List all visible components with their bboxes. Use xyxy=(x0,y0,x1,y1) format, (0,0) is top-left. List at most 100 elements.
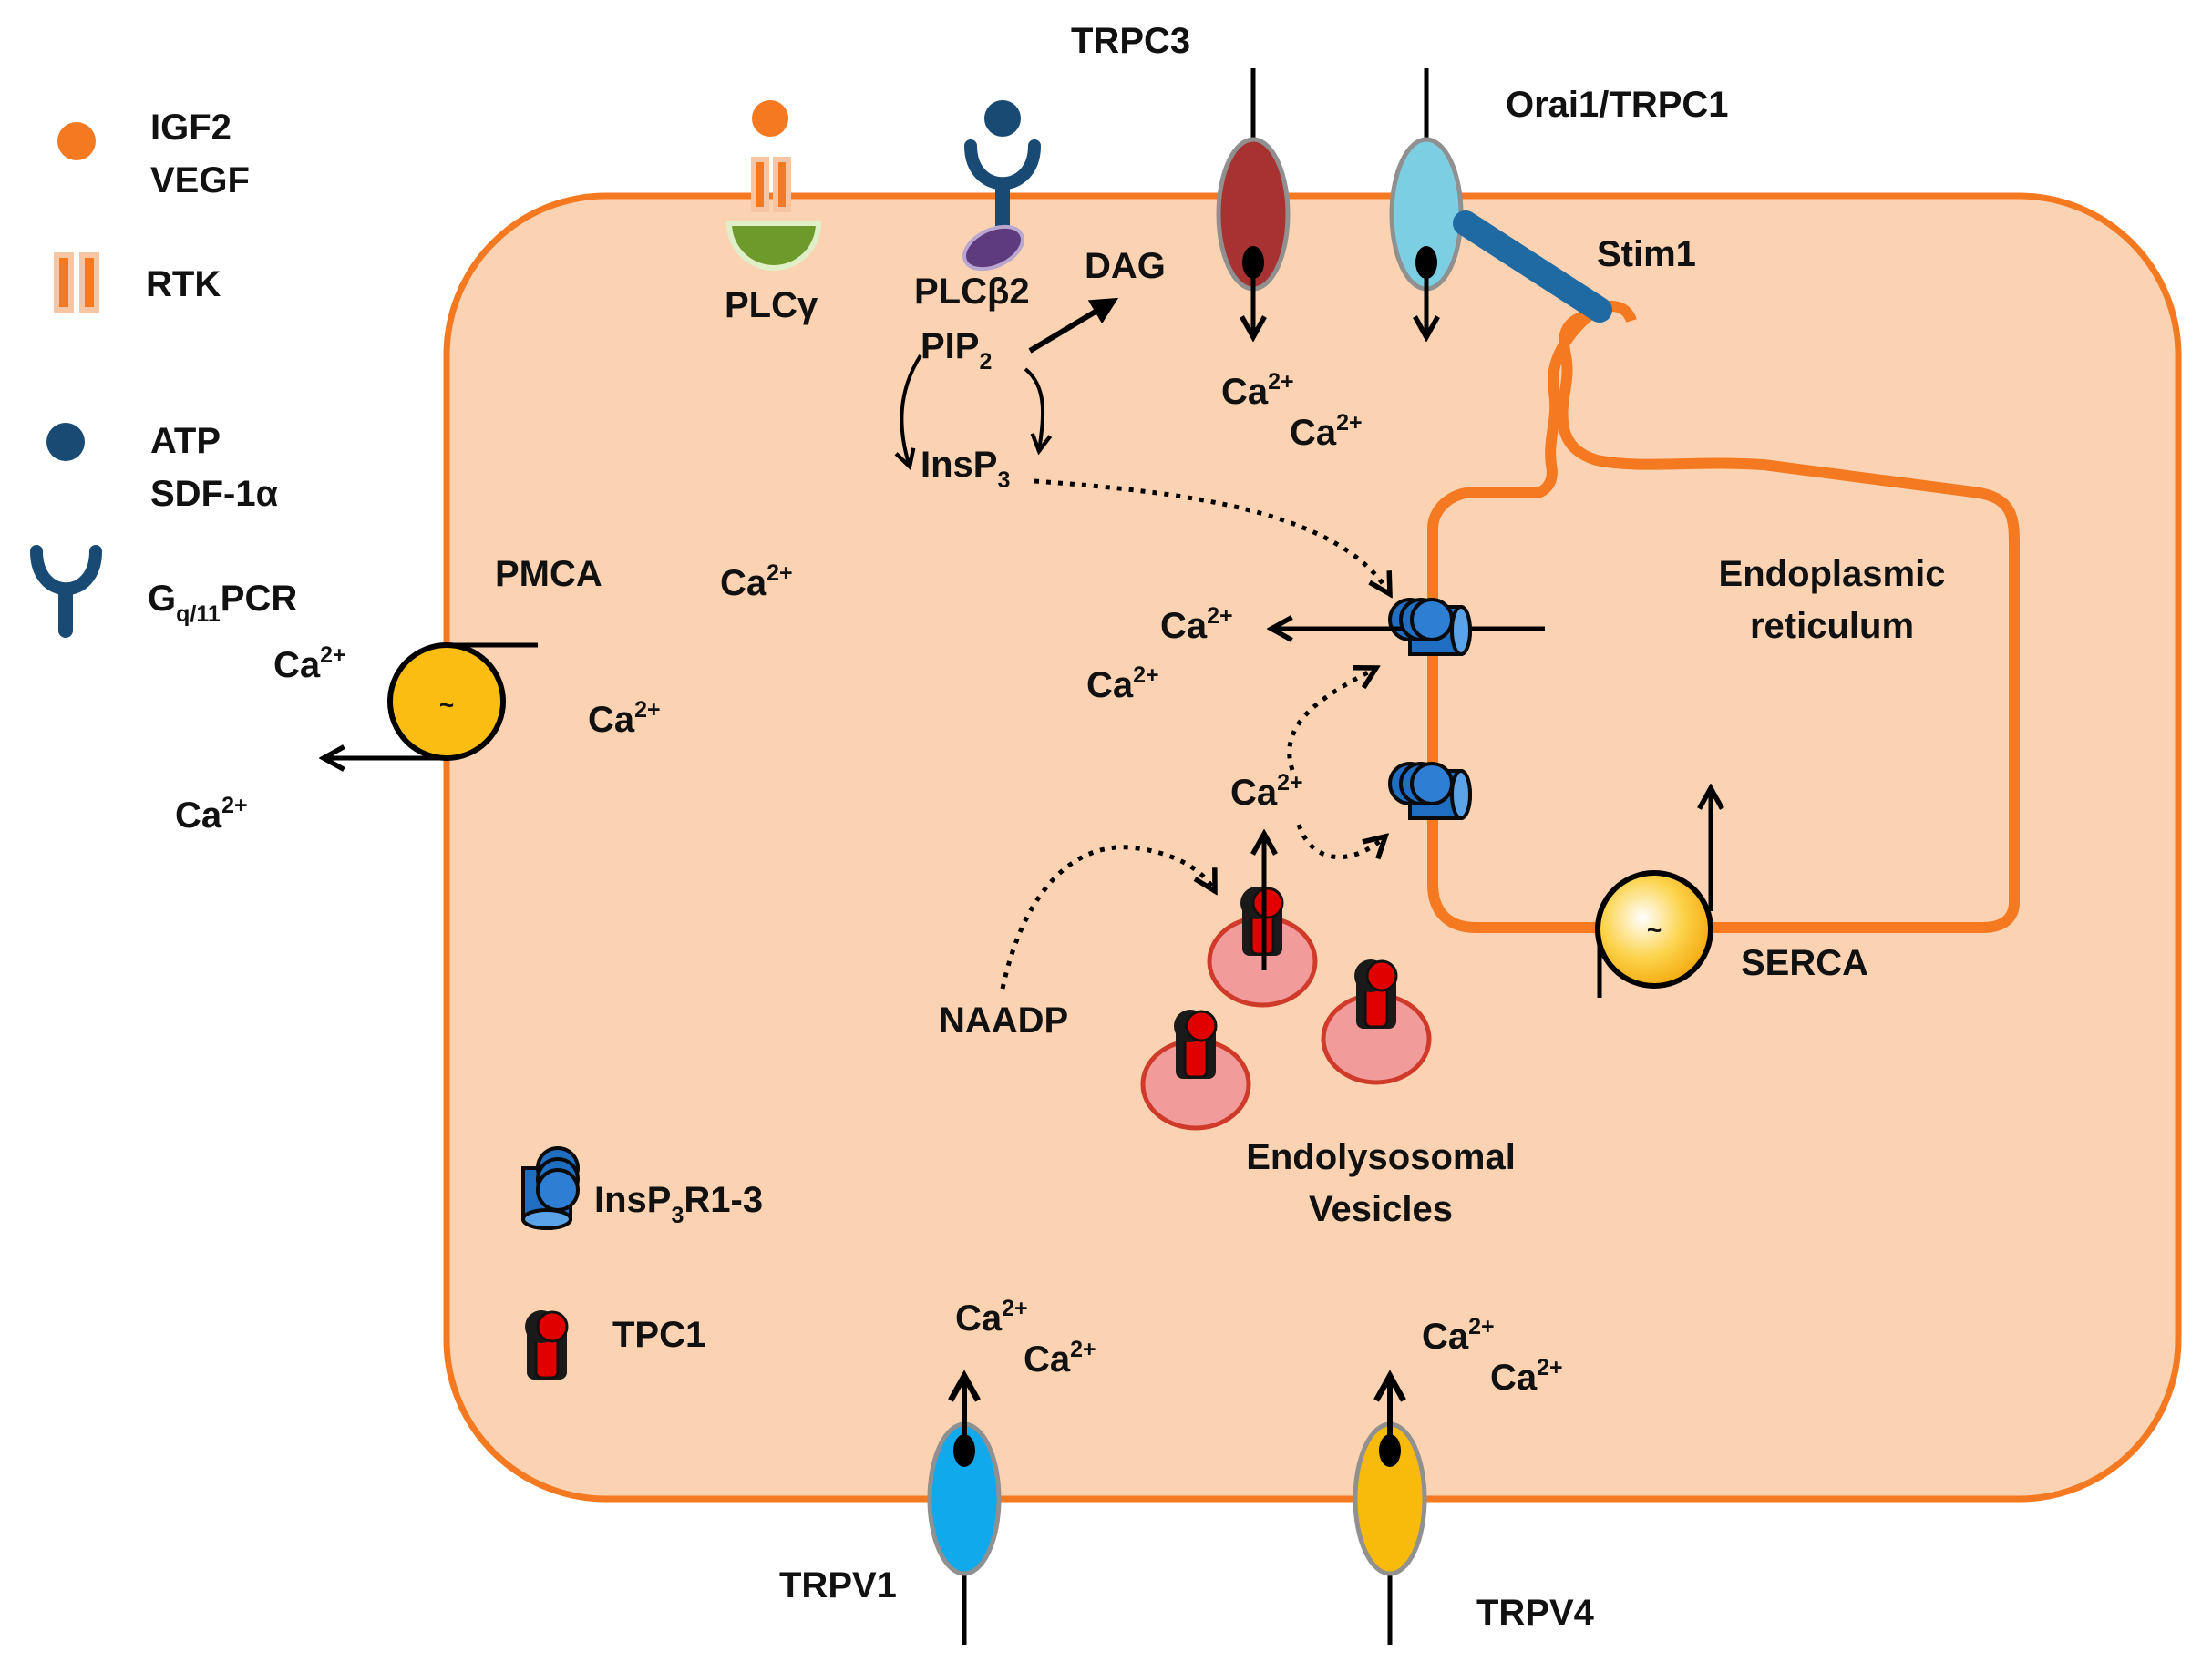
legend-insp3r: InsP3R1-3 xyxy=(594,1180,763,1228)
ca-label-trpc3-b: Ca2+ xyxy=(1290,410,1363,453)
ca-superscript: 2+ xyxy=(221,793,248,818)
rtk-legend-icon xyxy=(54,252,99,313)
legend-igf2-line1: IGF2 xyxy=(150,108,231,148)
gpcr-legend-icon xyxy=(30,545,102,638)
legend-gpcr: Gq/11PCR xyxy=(148,579,297,627)
legend-gpcr-suffix: PCR xyxy=(221,579,298,619)
dag-label: DAG xyxy=(1085,246,1166,286)
atp-sdf-ligand-icon xyxy=(46,423,85,461)
rtk-receptor-icon xyxy=(751,157,791,212)
ca-label-pmca-out-top: Ca2+ xyxy=(273,642,346,685)
serca-pump-icon xyxy=(1595,870,1713,989)
insp3-main: InsP xyxy=(921,445,997,485)
ca-base: Ca xyxy=(955,1298,1003,1339)
ca-superscript: 2+ xyxy=(766,560,793,586)
tpc1-legend-icon xyxy=(523,1308,569,1381)
ca-label-pmca-in: Ca2+ xyxy=(588,697,661,740)
ca-base: Ca xyxy=(1290,413,1337,453)
pip2-main: PIP xyxy=(921,326,979,366)
pmca-label: PMCA xyxy=(495,554,602,594)
ca-superscript: 2+ xyxy=(1277,770,1303,795)
ca-label-trpv4-a: Ca2+ xyxy=(1422,1314,1495,1357)
legend-atp-line2: SDF-1α xyxy=(150,474,279,514)
trpv1-pore xyxy=(953,1434,975,1467)
ca-superscript: 2+ xyxy=(1268,369,1294,395)
endolysosomal-label-line1: Endolysosomal xyxy=(1246,1137,1516,1177)
naadp-label: NAADP xyxy=(939,1000,1068,1041)
ca-superscript: 2+ xyxy=(1207,603,1233,629)
serca-symbol: ~ xyxy=(1647,916,1662,944)
ca-label-insp3r-b: Ca2+ xyxy=(1086,662,1159,705)
plcg-enzyme-icon xyxy=(725,221,822,271)
ca-base: Ca xyxy=(720,563,767,603)
insp3-to-insp3r-arrow xyxy=(1034,478,1390,594)
orai1-pore xyxy=(1415,246,1437,279)
orai1-label: Orai1/TRPC1 xyxy=(1506,85,1729,125)
ca-label-trpv1-b: Ca2+ xyxy=(1024,1337,1096,1380)
ca-base: Ca xyxy=(175,795,222,836)
ca-label-cytosol-top: Ca2+ xyxy=(720,560,793,603)
legend-igf2-line2: VEGF xyxy=(150,160,250,200)
pip2-label: PIP2 xyxy=(921,326,992,374)
trpv4-pore xyxy=(1379,1434,1401,1467)
plcb2-enzyme-icon xyxy=(962,224,1024,272)
ca-base: Ca xyxy=(1024,1339,1071,1380)
plcg-label: PLCγ xyxy=(725,285,818,325)
igf2-ligand-icon xyxy=(752,100,788,137)
er-label-line2: reticulum xyxy=(1750,606,1914,646)
pmca-symbol: ~ xyxy=(439,691,454,719)
legend-insp3r-main: InsP xyxy=(594,1180,671,1220)
ca-base: Ca xyxy=(1086,665,1134,705)
legend-insp3r-suffix: R1-3 xyxy=(684,1180,763,1220)
pip2-to-insp3-arrow-right xyxy=(1024,367,1043,451)
tpc1-upper-icon xyxy=(1239,885,1284,958)
insp3-label: InsP3 xyxy=(921,445,1010,493)
stim1-label: Stim1 xyxy=(1597,234,1696,274)
pip2-to-insp3-arrow-left xyxy=(901,354,922,467)
pip2-to-dag-arrow xyxy=(1028,297,1119,354)
ca-base: Ca xyxy=(1422,1317,1469,1357)
ca-superscript: 2+ xyxy=(320,642,346,668)
ca-to-insp3r-lower-arrow xyxy=(1296,824,1385,857)
insp3-sub: 3 xyxy=(997,467,1010,493)
ca-superscript: 2+ xyxy=(1002,1296,1028,1321)
ca-superscript: 2+ xyxy=(1133,662,1159,688)
ca-base: Ca xyxy=(588,700,635,740)
ca-superscript: 2+ xyxy=(1070,1337,1096,1362)
legend-gpcr-sub: q/11 xyxy=(176,601,221,627)
trpv4-label: TRPV4 xyxy=(1476,1593,1595,1633)
legend-tpc1: TPC1 xyxy=(612,1315,705,1355)
ca-superscript: 2+ xyxy=(1468,1314,1495,1339)
ca-superscript: 2+ xyxy=(634,697,661,723)
legend-insp3r-sub: 3 xyxy=(671,1203,684,1228)
legend-atp: ATP SDF-1α xyxy=(150,421,279,514)
ca-base: Ca xyxy=(1221,372,1269,412)
plcb2-label: PLCβ2 xyxy=(914,272,1030,312)
ca-label-tpc1: Ca2+ xyxy=(1230,770,1303,813)
ca-label-trpv1-a: Ca2+ xyxy=(955,1296,1028,1339)
ca-superscript: 2+ xyxy=(1537,1355,1563,1380)
igf2-vegf-ligand-icon xyxy=(57,122,96,160)
trpc3-label: TRPC3 xyxy=(1071,21,1190,61)
tpc1-lower-left-icon xyxy=(1172,1008,1218,1081)
pip2-sub: 2 xyxy=(979,349,992,374)
endoplasmic-reticulum xyxy=(1427,309,2020,933)
ca-label-trpv4-b: Ca2+ xyxy=(1490,1355,1563,1398)
naadp-to-tpc1-arrow xyxy=(1000,845,1215,990)
trpv1-label: TRPV1 xyxy=(779,1565,897,1606)
legend-rtk: RTK xyxy=(146,264,221,304)
trpc3-pore xyxy=(1242,246,1264,279)
serca-label: SERCA xyxy=(1741,943,1868,983)
ca-base: Ca xyxy=(1160,606,1208,646)
er-label-line1: Endoplasmic xyxy=(1719,554,1946,594)
ca-superscript: 2+ xyxy=(1336,410,1363,436)
legend-atp-line1: ATP xyxy=(150,421,221,461)
tpc1-lower-right-icon xyxy=(1353,958,1398,1031)
endolysosomal-label-line2: Vesicles xyxy=(1309,1189,1453,1229)
legend-gpcr-main: G xyxy=(148,579,176,619)
ca-label-pmca-out: Ca2+ xyxy=(175,793,248,836)
gpcr-receptor-icon xyxy=(964,139,1041,237)
